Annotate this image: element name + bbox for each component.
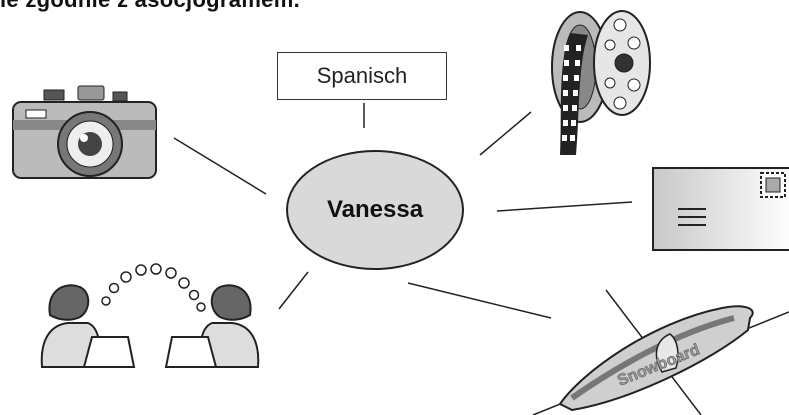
center-node-vanessa: Vanessa bbox=[286, 150, 464, 270]
line-letter bbox=[496, 201, 633, 212]
envelope-icon bbox=[652, 167, 789, 251]
film-reel-icon bbox=[551, 10, 651, 155]
line-snowboard bbox=[407, 282, 552, 319]
spanisch-box: Spanisch bbox=[277, 52, 447, 100]
line-camera bbox=[173, 137, 267, 195]
task-instruction: ie zgodnie z asocjogramem. bbox=[0, 0, 789, 22]
task-instruction-text: ie zgodnie z asocjogramem. bbox=[0, 0, 300, 13]
camera-icon bbox=[12, 85, 157, 179]
line-chat bbox=[278, 271, 309, 310]
online-chat-icon bbox=[40, 263, 260, 368]
line-film bbox=[479, 111, 532, 156]
snowboard-icon: Snowboard bbox=[558, 305, 754, 412]
